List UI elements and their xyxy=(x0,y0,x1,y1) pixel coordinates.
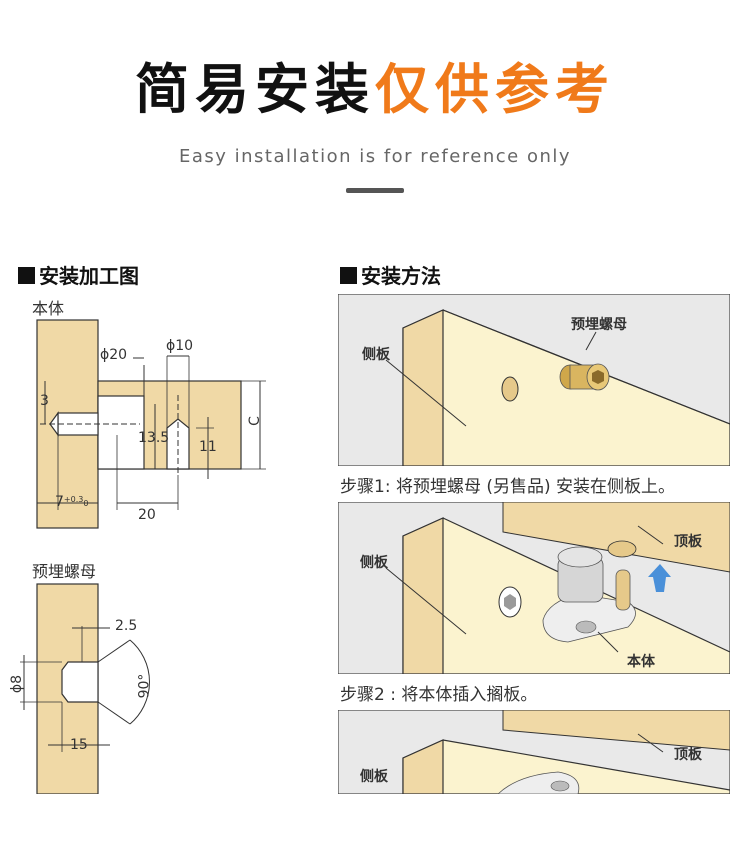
dim-3: 3 xyxy=(40,393,49,409)
dim-90-deg: 90° xyxy=(136,673,153,699)
panel1-side-label: 侧板 xyxy=(362,347,390,363)
step1-text: 步骤1: 将预埋螺母 (另售品) 安装在侧板上。 xyxy=(340,477,676,497)
dim-c: C xyxy=(246,416,263,426)
panel2-side-label: 侧板 xyxy=(360,555,388,571)
dim-15: 15 xyxy=(70,737,88,753)
panel2-top-label: 顶板 xyxy=(674,534,702,550)
dim-phi8: ϕ8 xyxy=(9,674,26,694)
step1-illustration xyxy=(338,294,730,466)
square-bullet-icon xyxy=(18,267,35,284)
panel2-body-label: 本体 xyxy=(627,654,655,670)
title-orange: 仅供参考 xyxy=(375,58,615,121)
dim-13-5: 13.5 xyxy=(138,430,170,446)
page-subtitle: Easy installation is for reference only xyxy=(178,146,572,167)
dim-phi10: ϕ10 xyxy=(166,338,194,354)
panel3-top-label: 顶板 xyxy=(674,747,702,763)
dim-20: 20 xyxy=(138,507,156,523)
title-divider xyxy=(346,188,404,193)
page-title: 简易安装仅供参考 xyxy=(0,55,750,125)
square-bullet-icon xyxy=(340,267,357,284)
nut-dimension-drawing xyxy=(20,583,150,794)
dim-7: 7+0.30 xyxy=(55,494,89,510)
panel1-nut-label: 预埋螺母 xyxy=(571,317,627,333)
body-label: 本体 xyxy=(32,299,65,318)
dim-2-5: 2.5 xyxy=(115,618,138,634)
section-heading-method: 安装方法 xyxy=(340,260,441,289)
step2-illustration xyxy=(338,502,730,674)
step3-illustration xyxy=(338,710,730,794)
step2-text: 步骤2 : 将本体插入搁板。 xyxy=(340,685,538,705)
dim-phi20: ϕ20 xyxy=(100,347,128,363)
nut-label: 预埋螺母 xyxy=(32,562,97,581)
body-dimension-drawing xyxy=(36,319,266,529)
title-black: 简易安装 xyxy=(135,58,375,121)
dim-7-tolerance: +0.3 xyxy=(63,495,84,504)
panel3-side-label: 侧板 xyxy=(360,769,388,785)
section-heading-processing: 安装加工图 xyxy=(18,260,139,289)
dim-11: 11 xyxy=(199,439,217,455)
